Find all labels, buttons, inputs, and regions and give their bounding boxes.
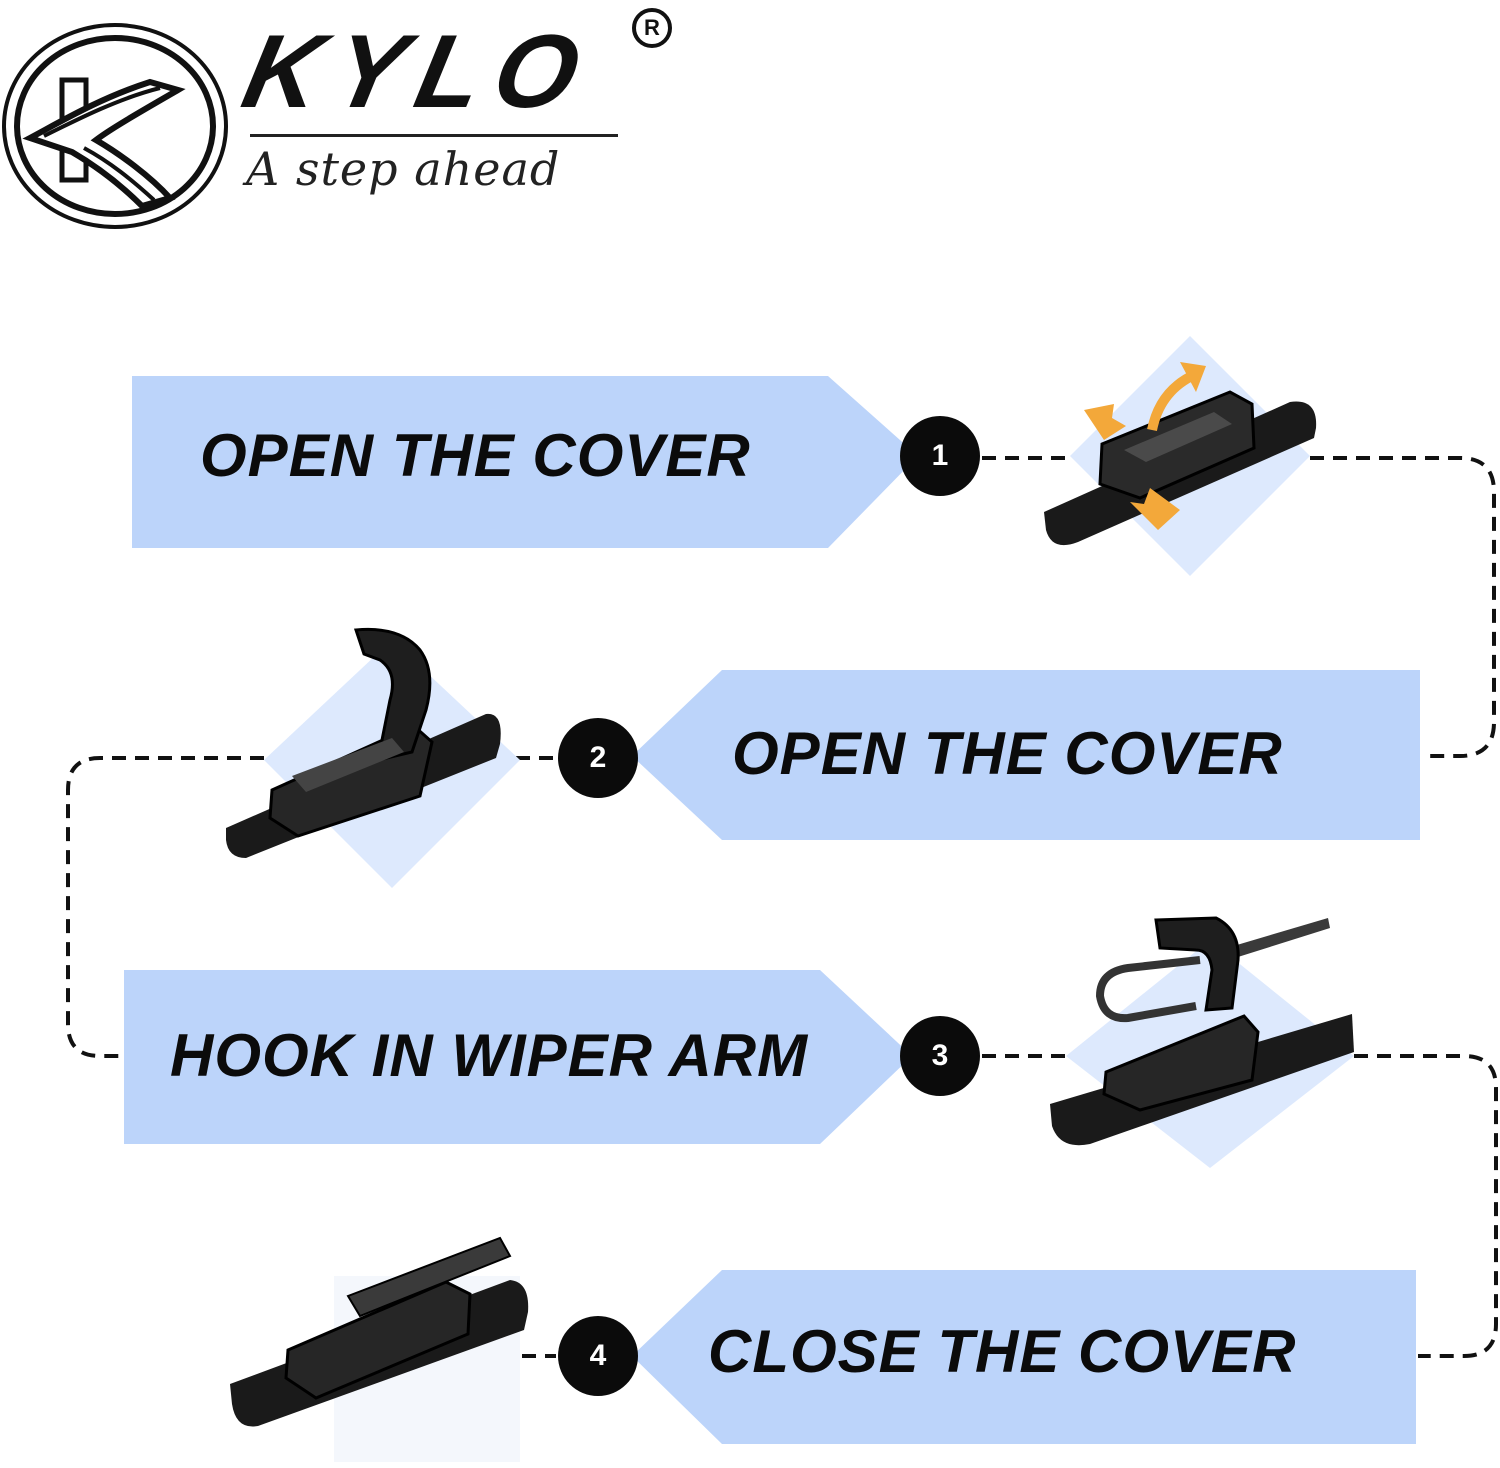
brand-tagline: A step ahead bbox=[246, 142, 561, 196]
connector-1-to-2 bbox=[1310, 456, 1496, 758]
connector-2-to-3 bbox=[66, 756, 264, 1058]
step-2-banner bbox=[632, 670, 1420, 840]
step-4-label: CLOSE THE COVER bbox=[708, 1318, 1297, 1385]
wiper-adapter-closed-icon bbox=[230, 1236, 529, 1427]
step-4-banner bbox=[632, 1270, 1416, 1444]
step-2-label: OPEN THE COVER bbox=[732, 720, 1283, 787]
connector-3-to-4 bbox=[1354, 1054, 1498, 1358]
wiper-adapter-cover-raised-icon bbox=[226, 627, 501, 858]
step-3-banner bbox=[124, 970, 912, 1144]
brand-divider bbox=[250, 134, 618, 137]
flow-connectors bbox=[66, 456, 1498, 1358]
step-3-label: HOOK IN WIPER ARM bbox=[170, 1022, 809, 1089]
step-1-banner bbox=[132, 376, 918, 548]
kylo-k-emblem-icon bbox=[2, 23, 228, 229]
wiper-adapter-open-arrows-icon bbox=[1044, 362, 1317, 546]
step-3-badge: 3 bbox=[900, 1016, 980, 1096]
step-1-badge: 1 bbox=[900, 416, 980, 496]
step-1-label: OPEN THE COVER bbox=[200, 422, 751, 489]
wiper-arm-hook-icon bbox=[1050, 916, 1354, 1146]
step-4-badge: 4 bbox=[558, 1316, 638, 1396]
registered-mark: R bbox=[632, 8, 672, 48]
step-2-badge: 2 bbox=[558, 718, 638, 798]
